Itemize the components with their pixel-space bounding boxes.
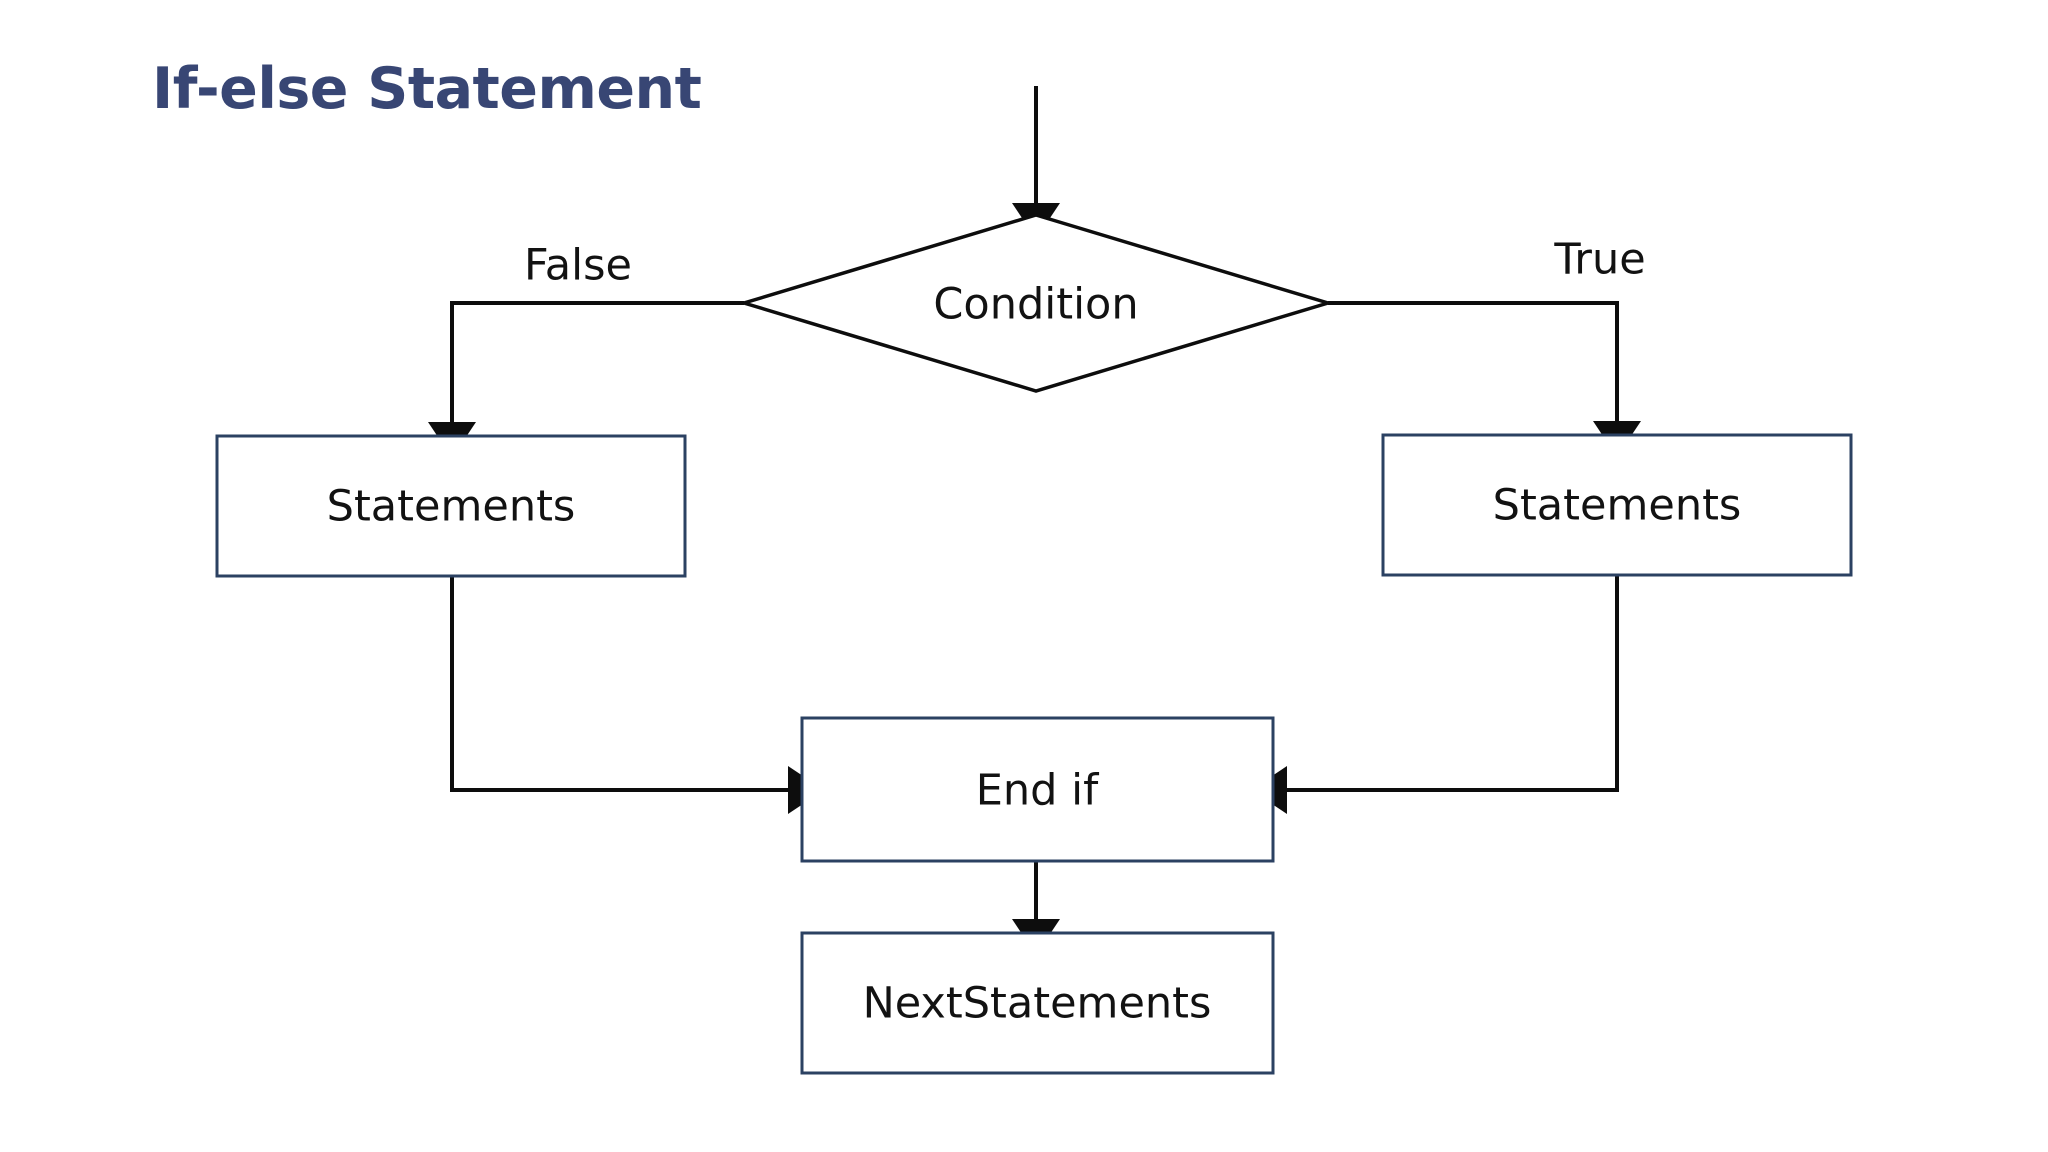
node-false-statements-label: Statements (327, 482, 576, 532)
edge-false-statements-to-end-if (450, 576, 824, 814)
node-true-statements-label: Statements (1493, 481, 1742, 531)
edge-label-false: False (524, 241, 632, 291)
edge-label-true: True (1553, 235, 1645, 285)
node-true-statements[interactable]: Statements (1381, 433, 1853, 577)
node-condition[interactable]: Condition (737, 213, 1335, 393)
edge-condition-to-true-statements: True (1328, 235, 1646, 457)
edge-true-statements-to-end-if (1251, 575, 1619, 814)
node-end-if[interactable]: End if (800, 716, 1275, 863)
node-next-statements[interactable]: NextStatements (800, 931, 1275, 1075)
page-title: If-else Statement (152, 56, 702, 122)
node-condition-label: Condition (933, 280, 1138, 330)
node-false-statements[interactable]: Statements (215, 434, 687, 578)
node-end-if-label: End if (976, 766, 1099, 816)
edge-condition-to-false-statements: False (428, 241, 744, 458)
node-next-statements-label: NextStatements (863, 979, 1212, 1029)
